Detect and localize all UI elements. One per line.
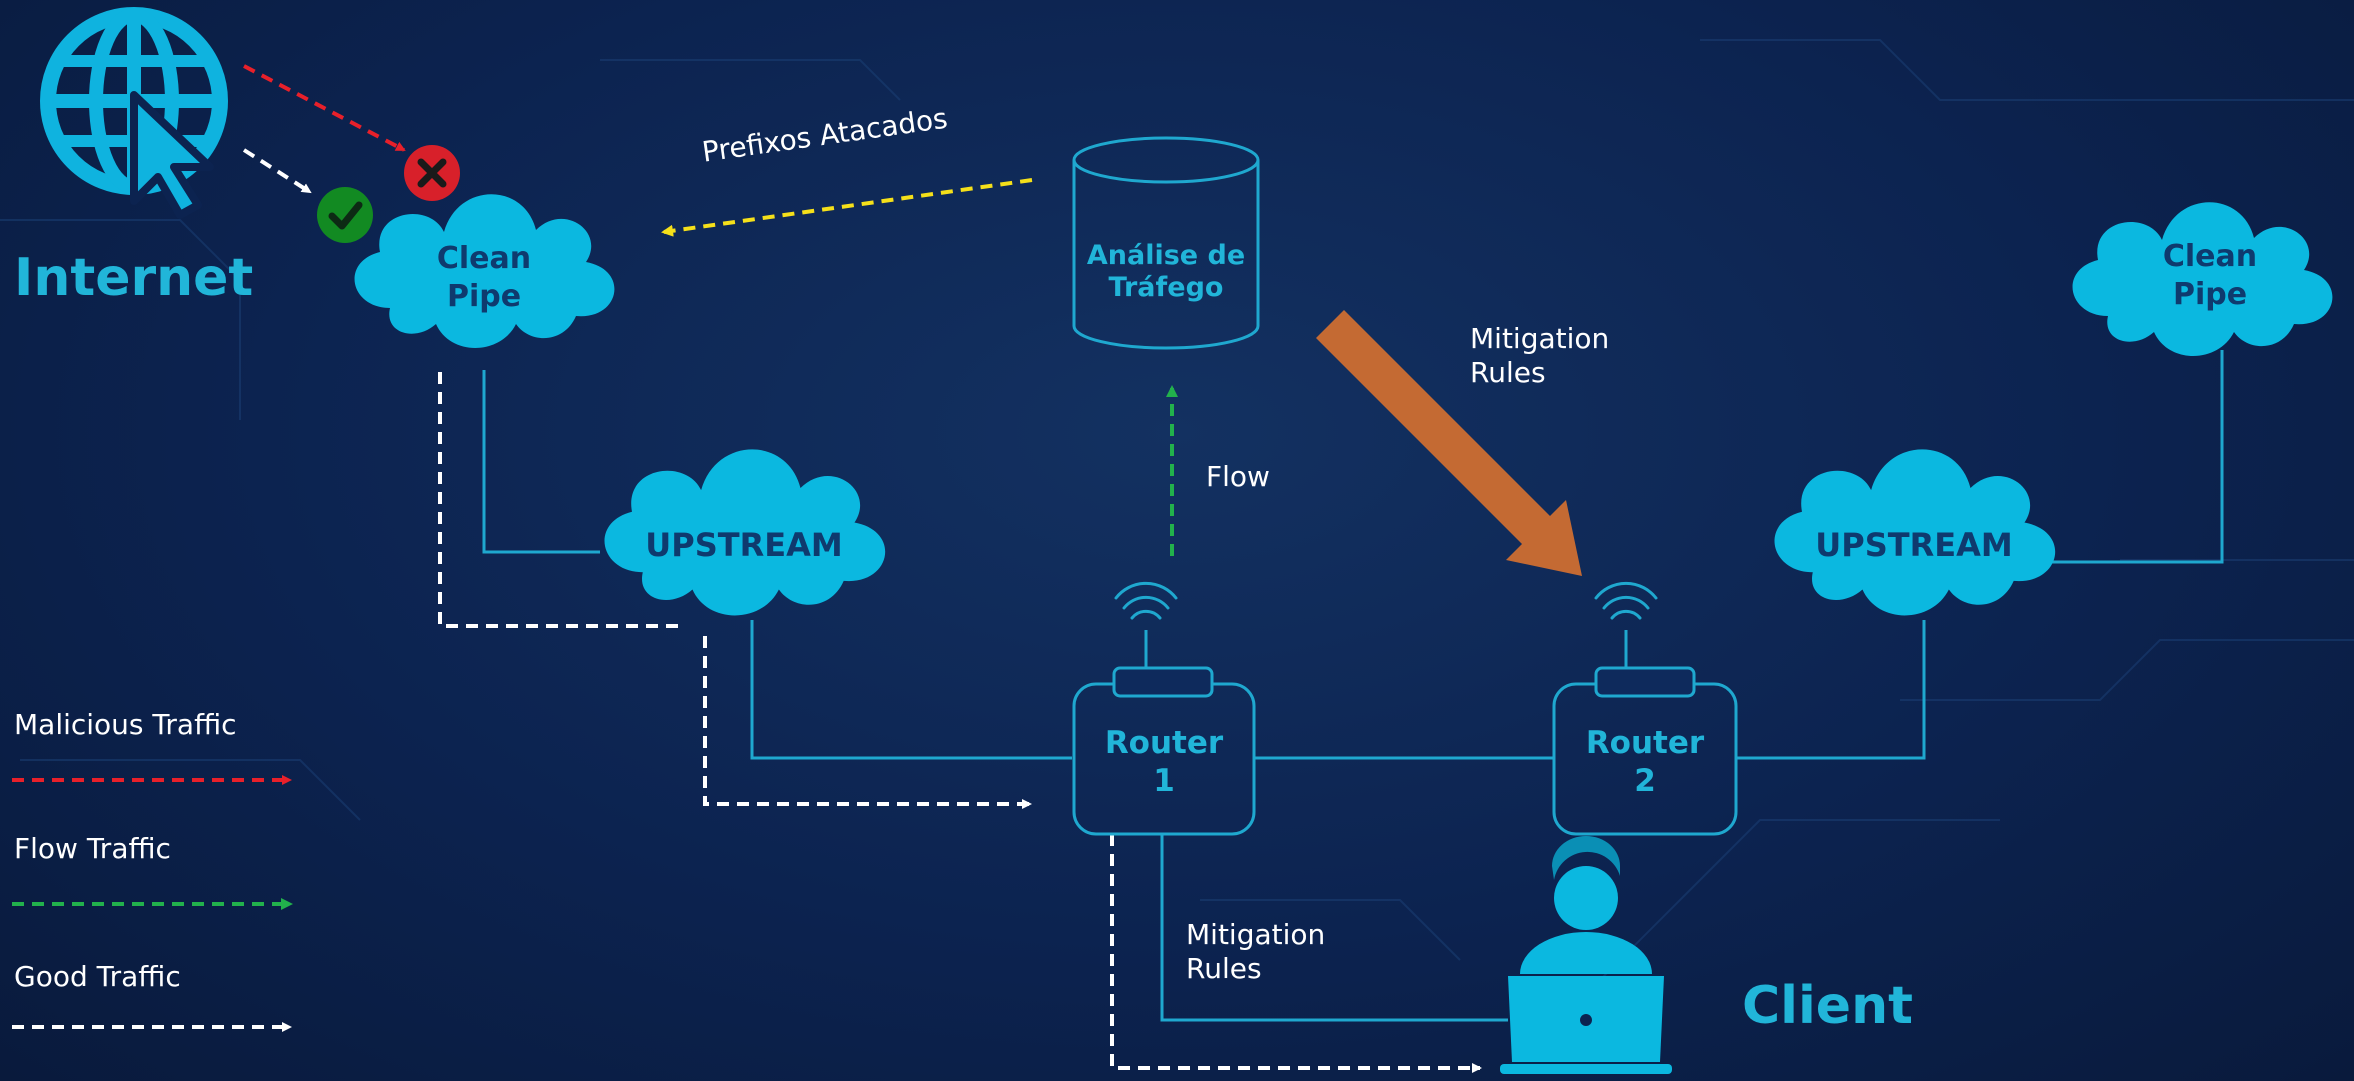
malicious-traffic-arrow: [243, 64, 406, 152]
check-icon: [317, 187, 373, 243]
mitigation-top-label: Mitigation Rules: [1470, 322, 1610, 389]
wifi-icon: [1594, 581, 1658, 620]
router-1-label: Router 1: [1104, 725, 1224, 799]
good-traffic-routes: [438, 372, 1482, 1073]
cleanpipe-left-label: Clean Pipe: [436, 241, 532, 314]
router-2-box: [1552, 630, 1738, 836]
prefix-arrow: [661, 178, 1033, 237]
legend-flow-label: Flow Traffic: [14, 832, 171, 865]
legend-malicious-label: Malicious Traffic: [14, 708, 237, 741]
upstream-right-label: UPSTREAM: [1815, 526, 2013, 564]
good-traffic-arrow-in: [242, 148, 312, 194]
mitigation-bottom-label: Mitigation Rules: [1186, 918, 1326, 985]
legend-good-label: Good Traffic: [14, 960, 181, 993]
analysis-label: Análise de Tráfego: [1086, 240, 1246, 303]
link-lines: [482, 350, 2224, 1022]
router-2-label: Router 2: [1585, 725, 1705, 799]
internet-title: Internet: [14, 248, 254, 308]
globe-cursor-icon: [40, 7, 228, 219]
wifi-icon: [1114, 581, 1178, 620]
laptop-user-icon: [1500, 836, 1672, 1074]
circuit-background: [0, 39, 2354, 981]
mitigation-arrow: [1316, 310, 1582, 576]
block-icon: [404, 145, 460, 201]
cleanpipe-right-label: Clean Pipe: [2162, 239, 2258, 312]
router-1-box: [1072, 630, 1256, 836]
flow-label: Flow: [1206, 460, 1270, 493]
client-title: Client: [1742, 976, 1913, 1036]
database-icon: [1072, 136, 1260, 350]
upstream-left-label: UPSTREAM: [645, 526, 843, 564]
